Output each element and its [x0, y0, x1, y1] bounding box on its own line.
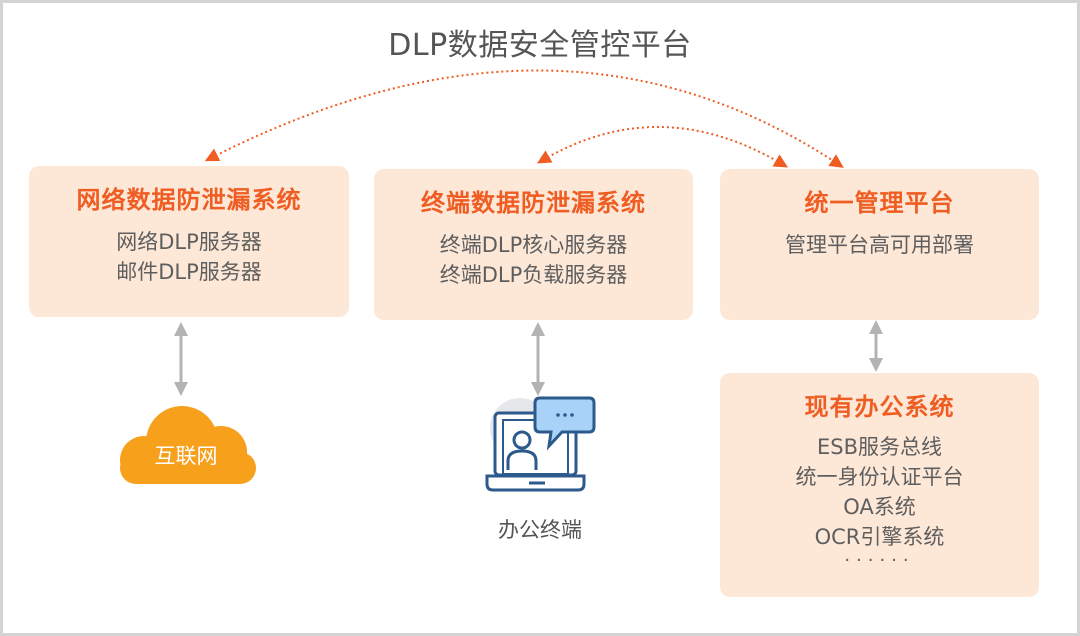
existing-office-item: 统一身份认证平台	[795, 465, 964, 489]
existing-office-item: OA系统	[843, 495, 916, 519]
existing-office-item: OCR引擎系统	[814, 525, 945, 549]
unified-mgmt-heading: 统一管理平台	[804, 189, 955, 217]
office-terminal-label: 办公终端	[498, 518, 582, 542]
connector-endpoint-terminal	[531, 322, 545, 396]
more-ellipsis: ······	[844, 550, 915, 571]
unified-mgmt-box: 统一管理平台 管理平台高可用部署	[720, 169, 1039, 320]
laptop-chat-icon	[485, 396, 596, 492]
existing-office-item: ESB服务总线	[816, 435, 942, 459]
connector-mgmt-network	[204, 69, 844, 168]
connector-mgmt-endpoint	[536, 126, 789, 168]
diagram-title: DLP数据安全管控平台	[388, 28, 692, 63]
network-dlp-heading: 网络数据防泄漏系统	[76, 186, 302, 214]
network-dlp-item: 邮件DLP服务器	[116, 260, 262, 284]
existing-office-heading: 现有办公系统	[804, 393, 955, 421]
network-dlp-item: 网络DLP服务器	[116, 230, 262, 254]
existing-office-box: 现有办公系统 ESB服务总线 统一身份认证平台 OA系统 OCR引擎系统 ···…	[720, 373, 1039, 597]
connector-network-internet	[174, 322, 188, 396]
unified-mgmt-item: 管理平台高可用部署	[785, 233, 974, 257]
endpoint-dlp-box: 终端数据防泄漏系统 终端DLP核心服务器 终端DLP负载服务器	[374, 169, 693, 320]
cloud-icon	[120, 406, 256, 484]
endpoint-dlp-heading: 终端数据防泄漏系统	[421, 189, 646, 217]
internet-label: 互联网	[154, 444, 218, 468]
endpoint-dlp-item: 终端DLP核心服务器	[439, 233, 628, 257]
network-dlp-box: 网络数据防泄漏系统 网络DLP服务器 邮件DLP服务器	[29, 166, 349, 317]
connector-mgmt-office	[869, 320, 883, 372]
endpoint-dlp-item: 终端DLP负载服务器	[439, 263, 628, 287]
